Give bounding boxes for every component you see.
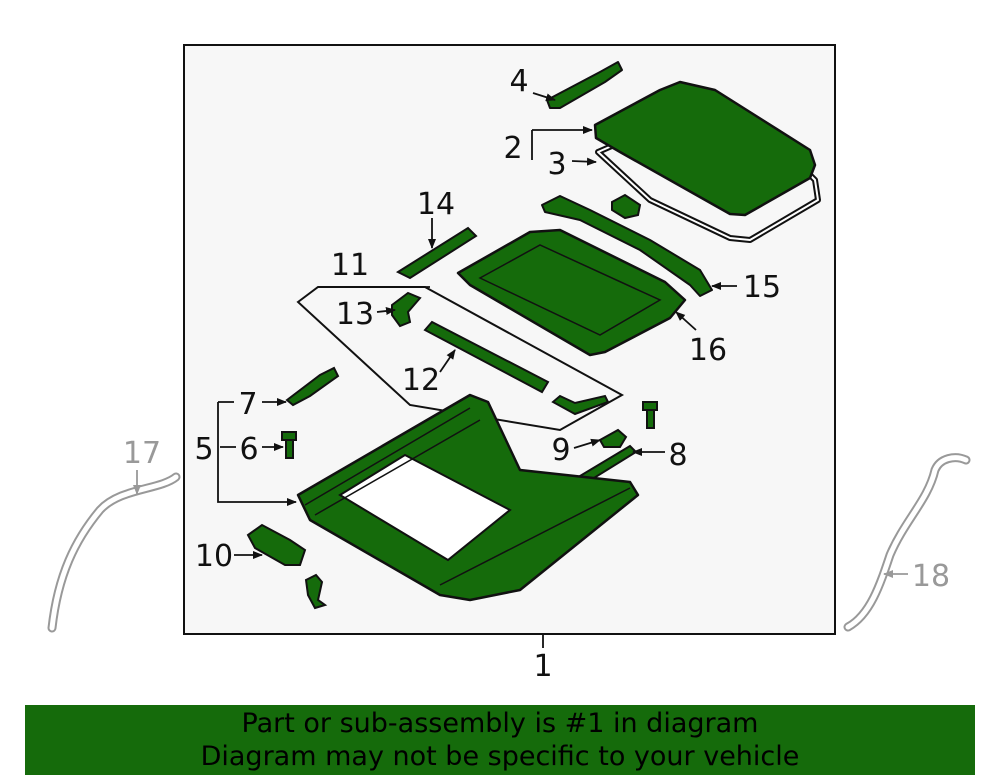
- callout-18: 18: [912, 559, 950, 594]
- callout-8: 8: [668, 438, 687, 473]
- callout-12: 12: [402, 363, 440, 398]
- part-17-drain-hose-left[interactable]: [47, 472, 181, 633]
- part-2-sunroof-glass[interactable]: [593, 80, 817, 217]
- callout-14: 14: [417, 187, 455, 222]
- callout-1: 1: [533, 649, 552, 684]
- callout-10: 10: [195, 539, 233, 574]
- part-13-clip[interactable]: [391, 291, 422, 328]
- part-12-drain-channel[interactable]: [423, 320, 610, 416]
- callout-6: 6: [239, 432, 258, 467]
- callout-17: 17: [123, 436, 161, 471]
- part-bolt-right[interactable]: [642, 401, 658, 429]
- part-16-sunshade[interactable]: [456, 228, 687, 357]
- callout-5: 5: [194, 432, 213, 467]
- part-5-sunroof-frame[interactable]: [296, 393, 640, 602]
- part-15-deflector-rail[interactable]: [541, 195, 713, 297]
- callout-7: 7: [238, 387, 257, 422]
- callout-11: 11: [331, 248, 369, 283]
- part-bolt-upper[interactable]: [611, 193, 642, 220]
- banner-line-1: Part or sub-assembly is #1 in diagram: [241, 708, 759, 739]
- callout-16: 16: [689, 333, 727, 368]
- part-4-bracket[interactable]: [546, 61, 623, 109]
- part-bolt-lower[interactable]: [304, 573, 328, 610]
- callout-3: 3: [547, 147, 566, 182]
- part-9-clip[interactable]: [598, 428, 628, 448]
- callout-9: 9: [551, 433, 570, 468]
- callout-4: 4: [509, 64, 528, 99]
- leader-lines: [217, 92, 737, 648]
- banner-line-2: Diagram may not be specific to your vehi…: [200, 741, 800, 772]
- kit-11-outline: [296, 286, 625, 432]
- leader-lines-external: [133, 470, 908, 578]
- callout-13: 13: [336, 297, 374, 332]
- part-10-motor[interactable]: [246, 523, 307, 566]
- part-14-guide-strip[interactable]: [395, 226, 478, 280]
- callout-15: 15: [743, 270, 781, 305]
- part-18-drain-hose-right[interactable]: [843, 453, 971, 632]
- callout-2: 2: [503, 131, 522, 166]
- info-banner: Part or sub-assembly is #1 in diagram Di…: [25, 705, 975, 775]
